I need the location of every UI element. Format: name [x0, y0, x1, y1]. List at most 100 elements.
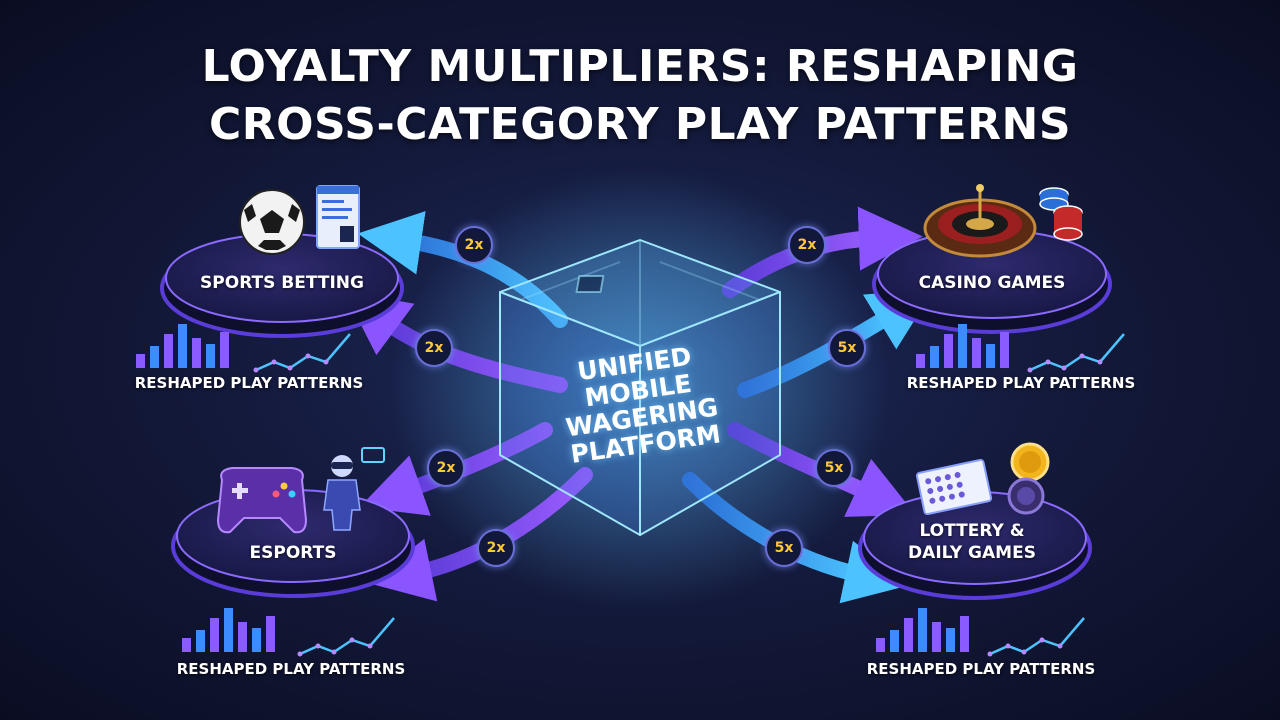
- node-label-esports: ESPORTS: [249, 543, 337, 563]
- bars-icon-bar: [918, 608, 927, 652]
- trend-icon-lottery: [987, 617, 1085, 657]
- trend-icon-point: [1005, 643, 1011, 649]
- pattern-label-sports: RESHAPED PLAY PATTERNS: [134, 374, 364, 392]
- trend-icon-point: [271, 359, 277, 365]
- bars-icon-bar: [136, 354, 145, 368]
- trend-icon-line: [299, 617, 395, 656]
- bars-icon-bar: [932, 622, 941, 652]
- trend-icon-point: [1021, 649, 1027, 655]
- gamepad-icon: [216, 467, 308, 534]
- bars-icon-lottery: [876, 608, 969, 652]
- bars-icon-bar: [164, 334, 173, 368]
- bars-icon-bar: [182, 638, 191, 652]
- pattern-label-casino: RESHAPED PLAY PATTERNS: [906, 374, 1136, 392]
- arrow-from-casino: [737, 288, 935, 398]
- arrow-to-sports: [357, 211, 568, 328]
- trend-icon-point: [1057, 643, 1063, 649]
- bars-icon-bar: [916, 354, 925, 368]
- gold-coin-icon: [1007, 442, 1050, 515]
- multiplier-badge-casino-out: 2x: [788, 226, 826, 264]
- trend-icon-point: [315, 643, 321, 649]
- arrow-from-sports: [343, 291, 568, 393]
- trend-icon-point: [1079, 353, 1085, 359]
- bars-icon-bar: [224, 608, 233, 652]
- arrow-from-lottery: [682, 472, 909, 604]
- bars-icon-esports: [182, 608, 275, 652]
- trend-icon-point: [1045, 359, 1051, 365]
- trend-icon-line: [1029, 333, 1125, 372]
- trend-icon-point: [297, 651, 303, 657]
- trend-icon-esports: [297, 617, 395, 657]
- page-title-line1: LOYALTY MULTIPLIERS: RESHAPING: [201, 41, 1079, 92]
- trend-icon-casino: [1027, 333, 1125, 373]
- bet-slip-icon: [316, 185, 360, 249]
- bars-icon-bar: [960, 616, 969, 652]
- multiplier-badge-lottery-out: 5x: [815, 449, 853, 487]
- node-label-sports: SPORTS BETTING: [200, 273, 364, 293]
- trend-icon-line: [989, 617, 1085, 656]
- trend-icon-point: [349, 637, 355, 643]
- lottery-ticket-icon: [915, 458, 993, 516]
- bars-icon-bar: [958, 324, 967, 368]
- trend-icon-point: [305, 353, 311, 359]
- bars-icon-bar: [946, 628, 955, 652]
- roulette-icon: [923, 184, 1037, 258]
- bars-icon-bar: [252, 628, 261, 652]
- disc-casino: [872, 229, 1112, 334]
- bars-icon-bar: [972, 338, 981, 368]
- bars-icon-bar: [238, 622, 247, 652]
- bars-icon-bar: [210, 618, 219, 652]
- bars-icon-bar: [178, 324, 187, 368]
- trend-icon-point: [253, 367, 259, 373]
- node-label-lottery-line2: DAILY GAMES: [908, 543, 1036, 563]
- node-label-casino: CASINO GAMES: [918, 273, 1066, 293]
- trend-icon-point: [1027, 367, 1033, 373]
- multiplier-badge-lottery-in: 5x: [765, 529, 803, 567]
- bars-icon-bar: [220, 332, 229, 368]
- bars-icon-bar: [192, 338, 201, 368]
- trend-icon-point: [987, 651, 993, 657]
- bars-icon-bar: [150, 346, 159, 368]
- arrow-to-lottery: [727, 422, 916, 517]
- trend-icon-point: [1039, 637, 1045, 643]
- casino-chips-icon: [1039, 187, 1083, 241]
- bars-icon-bar: [266, 616, 275, 652]
- trend-icon-point: [1097, 359, 1103, 365]
- pattern-label-esports: RESHAPED PLAY PATTERNS: [176, 660, 406, 678]
- arrows: [343, 206, 935, 604]
- trend-icon-sports: [253, 333, 351, 373]
- trend-icon-point: [323, 359, 329, 365]
- bars-icon-bar: [196, 630, 205, 652]
- bars-icon-bar: [986, 344, 995, 368]
- arrow-to-esports: [359, 422, 553, 516]
- disc-lottery: [858, 491, 1092, 600]
- node-label-lottery-line1: LOTTERY &: [919, 521, 1025, 541]
- bars-icon-bar: [904, 618, 913, 652]
- page-title: LOYALTY MULTIPLIERS: RESHAPING CROSS-CAT…: [0, 38, 1280, 154]
- bars-icon-sports: [136, 324, 229, 368]
- bars-icon-bar: [944, 334, 953, 368]
- multiplier-badge-casino-in: 5x: [828, 329, 866, 367]
- vr-player-icon: [323, 447, 385, 531]
- page-title-line2: CROSS-CATEGORY PLAY PATTERNS: [208, 99, 1072, 150]
- disc-sports: [160, 233, 404, 338]
- bars-icon-bar: [890, 630, 899, 652]
- bars-icon-casino: [916, 324, 1009, 368]
- soccer-ball-icon: [239, 189, 305, 255]
- trend-icon-line: [255, 333, 351, 372]
- trend-icon-point: [331, 649, 337, 655]
- multiplier-badge-sports-in: 2x: [415, 329, 453, 367]
- bars-icon-bar: [876, 638, 885, 652]
- platform-cube: [499, 239, 781, 536]
- trend-icon-point: [1061, 365, 1067, 371]
- bars-icon-bar: [930, 346, 939, 368]
- bars-icon-bar: [206, 344, 215, 368]
- node-label-lottery: LOTTERY & DAILY GAMES: [872, 520, 1072, 564]
- multiplier-badge-esports-out: 2x: [427, 449, 465, 487]
- trend-icon-point: [287, 365, 293, 371]
- trend-icon-point: [367, 643, 373, 649]
- bars-icon-bar: [1000, 332, 1009, 368]
- multiplier-badge-sports-out: 2x: [455, 226, 493, 264]
- pattern-label-lottery: RESHAPED PLAY PATTERNS: [866, 660, 1096, 678]
